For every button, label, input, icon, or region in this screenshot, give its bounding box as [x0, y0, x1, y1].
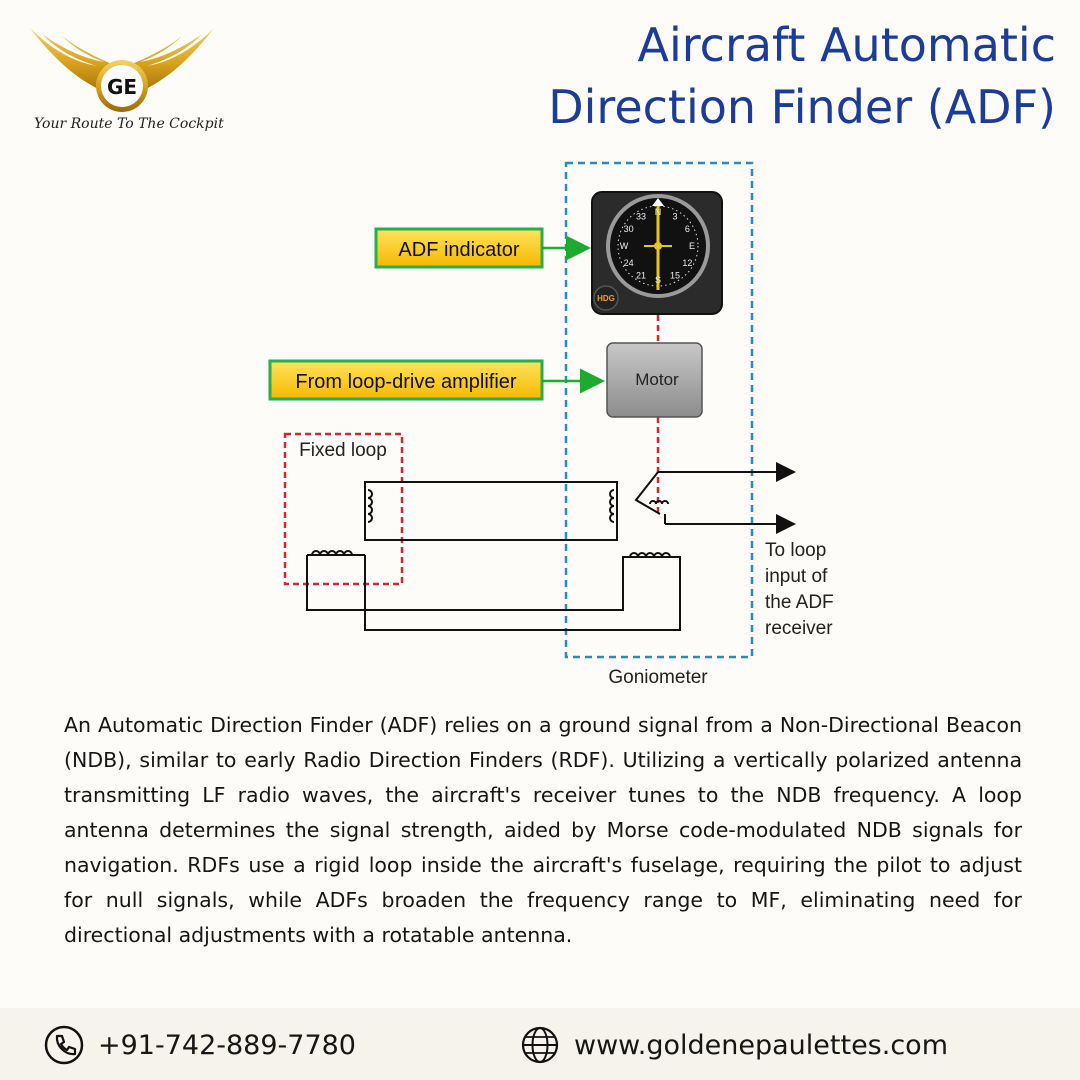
- lower-loop-circuit: [306, 550, 681, 631]
- dial-mark: 33: [636, 212, 646, 222]
- loop-drive-label: From loop-drive amplifier: [295, 371, 517, 393]
- description-paragraph: An Automatic Direction Finder (ADF) reli…: [64, 713, 1022, 947]
- adf-indicator-label: ADF indicator: [398, 239, 519, 261]
- title-line-1: Aircraft Automatic: [637, 18, 1057, 72]
- motor-label: Motor: [635, 370, 679, 389]
- to-loop-line-3: the ADF: [765, 592, 834, 613]
- footer-bar: +91-742-889-7780 www.goldenepaulettes.co…: [0, 1008, 1080, 1080]
- dial-mark: 24: [624, 258, 634, 268]
- to-loop-line-4: receiver: [765, 618, 833, 639]
- rotor-coil: [634, 471, 669, 524]
- goniometer-box: [564, 161, 754, 659]
- website-contact[interactable]: www.goldenepaulettes.com: [520, 1025, 948, 1065]
- brand-tagline: Your Route To The Cockpit: [34, 116, 224, 132]
- to-loop-line-2: input of: [765, 566, 828, 587]
- dial-mark: 6: [685, 224, 690, 234]
- dial-mark: W: [620, 241, 629, 251]
- dial-mark: E: [689, 241, 695, 251]
- phone-number[interactable]: +91-742-889-7780: [98, 1029, 356, 1061]
- phone-icon: [44, 1025, 84, 1065]
- page-title: Aircraft Automatic Direction Finder (ADF…: [436, 14, 1056, 138]
- fixed-loop-box: [283, 432, 404, 586]
- globe-icon: [521, 1026, 559, 1064]
- title-line-2: Direction Finder (ADF): [548, 80, 1056, 134]
- dial-mark: 15: [670, 270, 680, 280]
- logo-letters: GE: [107, 75, 137, 99]
- upper-loop-circuit: [364, 481, 618, 541]
- hdg-knob-label: HDG: [597, 294, 615, 303]
- dial-mark: S: [655, 275, 661, 285]
- dial-mark: 21: [636, 270, 646, 280]
- phone-contact[interactable]: +91-742-889-7780: [44, 1025, 356, 1065]
- fixed-loop-label: Fixed loop: [299, 440, 387, 461]
- goniometer-label: Goniometer: [608, 667, 708, 688]
- dial-mark: 12: [682, 258, 692, 268]
- website-url[interactable]: www.goldenepaulettes.com: [574, 1029, 948, 1061]
- dial-mark: 30: [624, 224, 634, 234]
- dial-mark: 3: [672, 212, 677, 222]
- to-loop-line-1: To loop: [765, 540, 826, 561]
- motor-box: [606, 342, 703, 418]
- ge-wings-logo: GE: [30, 28, 214, 112]
- dial-mark: N: [655, 207, 662, 217]
- to-loop-label: To loop input of the ADF receiver: [765, 540, 834, 639]
